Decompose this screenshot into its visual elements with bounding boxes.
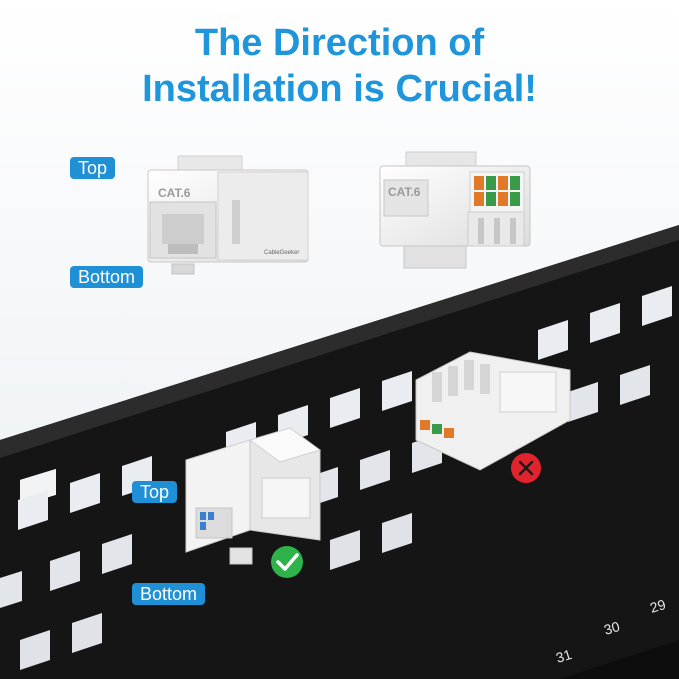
label-bottom-lower: Bottom xyxy=(132,583,206,605)
side-marking: CAT.6 xyxy=(388,185,421,199)
keystone-side-view: CAT.6 xyxy=(379,151,531,269)
check-mark-icon xyxy=(271,546,303,578)
headline-line-2: Installation is Crucial! xyxy=(142,68,537,110)
patch-panel xyxy=(0,225,679,679)
front-marking: CAT.6 xyxy=(158,186,191,200)
keystone-installed-correct xyxy=(185,427,322,565)
headline: The Direction of Installation is Crucial… xyxy=(0,20,679,112)
cross-mark-icon xyxy=(511,453,541,483)
label-top-upper: Top xyxy=(70,157,116,179)
keystone-installed-incorrect xyxy=(415,351,571,471)
brand-marking: CableGeeker xyxy=(264,250,299,256)
keystone-front-view: CAT.6 CableGeeker xyxy=(147,155,309,275)
headline-line-1: The Direction of xyxy=(194,22,485,64)
label-bottom-upper: Bottom xyxy=(70,266,144,288)
label-top-lower: Top xyxy=(132,481,178,503)
